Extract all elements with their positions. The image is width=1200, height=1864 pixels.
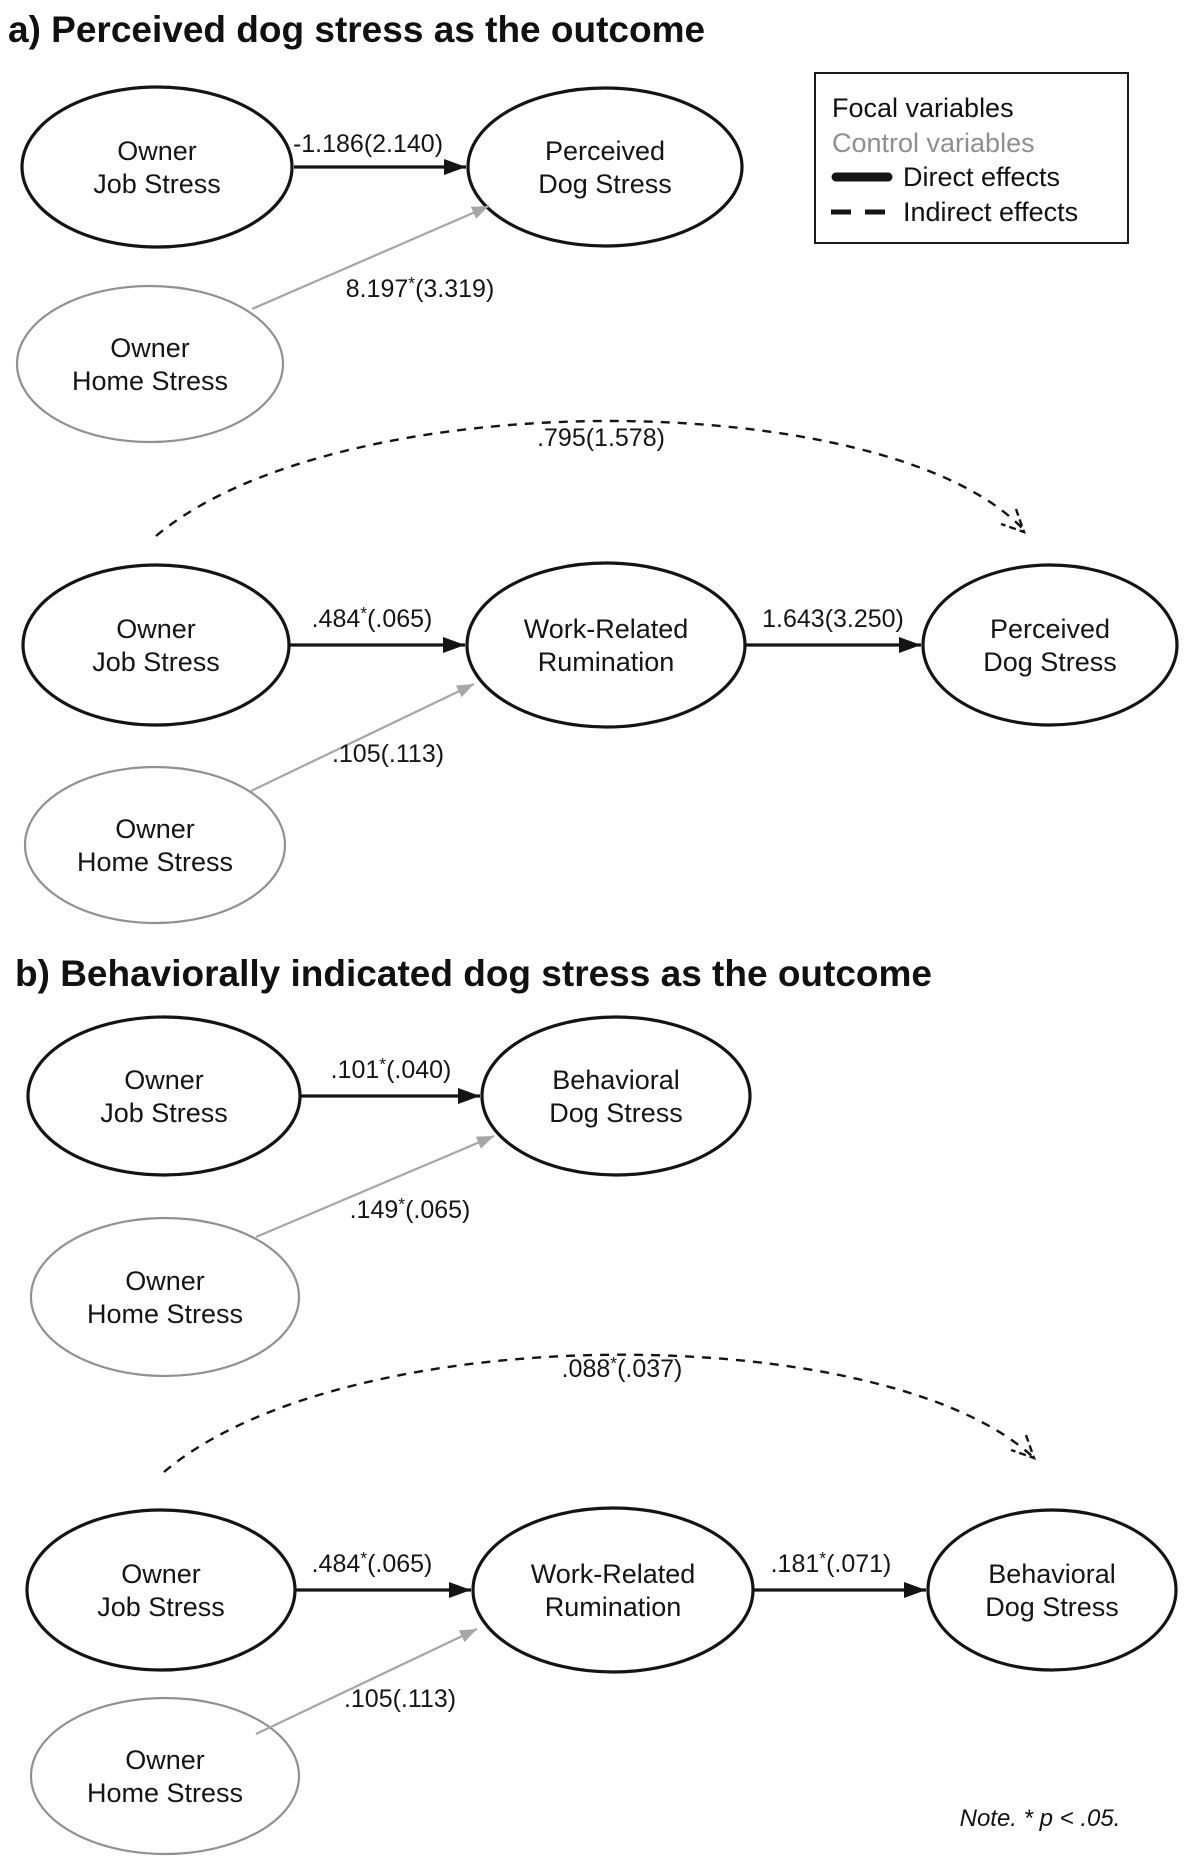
node-label: Job Stress	[97, 1592, 225, 1622]
panel-a-mediation-model: .795(1.578) Owner Job Stress Work-Relate…	[21, 419, 1179, 925]
ellipse-owner-home-stress	[23, 765, 287, 925]
control-arrow-home-to-outcome	[255, 1134, 495, 1239]
path-coefficient-label: .484*(.065)	[312, 603, 433, 633]
node-label: Home Stress	[72, 366, 228, 396]
indirect-effect-label: .088*(.037)	[562, 1353, 683, 1383]
significance-note: Note. * p < .05.	[960, 1805, 1121, 1832]
control-arrow-home-to-mediator	[250, 683, 475, 792]
ellipse-owner-home-stress	[29, 1216, 301, 1378]
ellipse-behavioral-dog-stress	[926, 1508, 1178, 1672]
node-label: Owner	[110, 333, 190, 363]
indirect-arc-arrowhead-icon	[1010, 1434, 1036, 1460]
legend-indirect-effects-label: Indirect effects	[903, 197, 1078, 227]
node-label: Dog Stress	[985, 1592, 1119, 1622]
node-label: Owner	[115, 814, 195, 844]
node-label: Home Stress	[87, 1778, 243, 1808]
legend-direct-effects-label: Direct effects	[903, 162, 1060, 192]
ellipse-owner-job-stress	[25, 1508, 297, 1672]
ellipse-owner-job-stress	[21, 563, 291, 727]
node-label: Work-Related	[531, 1559, 696, 1589]
node-label: Rumination	[538, 647, 675, 677]
node-label: Home Stress	[87, 1299, 243, 1329]
legend-box	[814, 72, 1129, 244]
ellipse-owner-home-stress	[15, 284, 285, 444]
node-label: Work-Related	[524, 614, 689, 644]
ellipse-owner-job-stress	[20, 85, 294, 249]
node-label: Rumination	[545, 1592, 682, 1622]
path-coefficient-label: .484*(.065)	[312, 1548, 433, 1578]
control-arrow-home-to-mediator	[255, 1628, 478, 1735]
ellipse-perceived-dog-stress	[466, 86, 744, 248]
node-label: Home Stress	[77, 847, 233, 877]
node-label: Dog Stress	[983, 647, 1117, 677]
panel-b-mediation-model: .088*(.037) Owner Job Stress Work-Relate…	[25, 1353, 1178, 1856]
panel-a-title: a) Perceived dog stress as the outcome	[8, 9, 705, 50]
panel-b-direct-model: Owner Job Stress Behavioral Dog Stress .…	[26, 1015, 752, 1378]
control-arrow-home-to-outcome	[251, 204, 490, 311]
path-coefficient-label: .149*(.065)	[350, 1194, 471, 1224]
node-label: Behavioral	[988, 1559, 1116, 1589]
node-label: Owner	[121, 1559, 201, 1589]
path-coefficient-label: -1.186(2.140)	[293, 130, 443, 158]
legend-control-variables-label: Control variables	[832, 128, 1035, 158]
node-label: Perceived	[990, 614, 1110, 644]
node-label: Owner	[125, 1266, 205, 1296]
node-label: Job Stress	[92, 647, 220, 677]
node-label: Owner	[124, 1065, 204, 1095]
path-coefficient-label: 1.643(3.250)	[762, 605, 904, 633]
node-label: Job Stress	[93, 169, 221, 199]
node-label: Perceived	[545, 136, 665, 166]
path-coefficient-label: 8.197*(3.319)	[346, 273, 495, 303]
legend: Focal variables Control variables Direct…	[814, 72, 1129, 244]
panel-a-direct-model: Owner Job Stress Perceived Dog Stress -1…	[15, 85, 744, 444]
ellipse-perceived-dog-stress	[921, 563, 1179, 727]
indirect-arc-arrowhead-icon	[1000, 508, 1026, 534]
path-coefficient-label: .105(.113)	[332, 740, 444, 768]
legend-focal-variables-label: Focal variables	[832, 93, 1014, 123]
node-label: Owner	[116, 614, 196, 644]
node-label: Owner	[125, 1745, 205, 1775]
panel-b-title: b) Behaviorally indicated dog stress as …	[15, 953, 932, 994]
path-coefficient-label: .101*(.040)	[331, 1054, 452, 1084]
path-coefficient-label: .181*(.071)	[771, 1548, 892, 1578]
node-label: Job Stress	[100, 1098, 228, 1128]
ellipse-work-related-rumination	[471, 1506, 755, 1674]
node-label: Dog Stress	[549, 1098, 683, 1128]
node-label: Dog Stress	[538, 169, 672, 199]
node-label: Owner	[117, 136, 197, 166]
ellipse-owner-job-stress	[26, 1015, 302, 1177]
path-coefficient-label: .105(.113)	[344, 1685, 456, 1713]
indirect-effect-label: .795(1.578)	[537, 424, 665, 452]
ellipse-work-related-rumination	[465, 561, 747, 729]
ellipse-behavioral-dog-stress	[480, 1015, 752, 1177]
node-label: Behavioral	[552, 1065, 680, 1095]
ellipse-owner-home-stress	[29, 1696, 301, 1856]
